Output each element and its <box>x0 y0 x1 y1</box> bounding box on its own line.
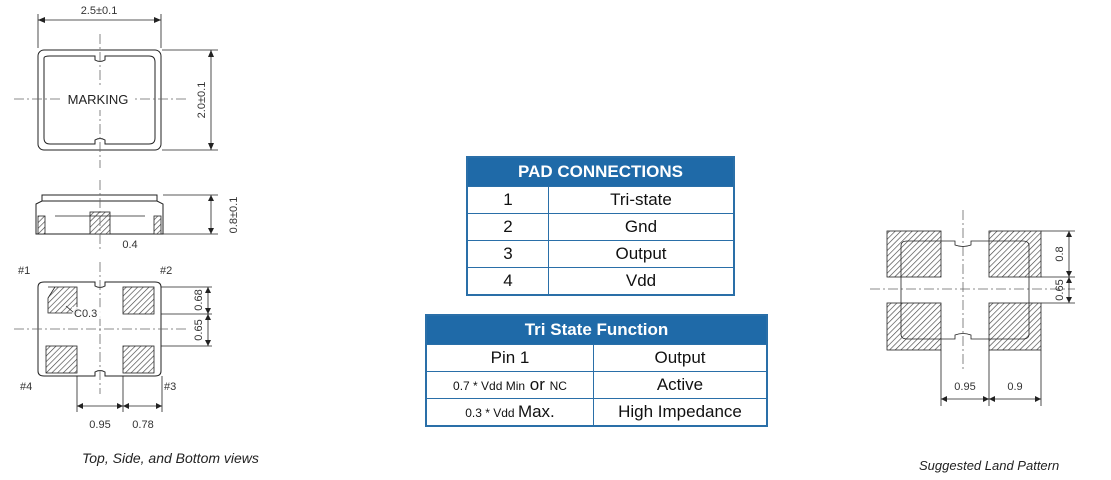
tri-state-active: Active <box>593 371 768 399</box>
caption-views: Top, Side, and Bottom views <box>82 450 259 466</box>
table-row: 3 Output <box>466 240 735 268</box>
top-view: 2.5±0.1 MARKING 2.0±0.1 <box>14 5 218 168</box>
package-drawing: 2.5±0.1 MARKING 2.0±0.1 0.8±0.1 0.4 <box>14 5 240 431</box>
marking-label: MARKING <box>68 92 129 107</box>
pin-label-2: #2 <box>160 265 172 277</box>
pad-connections-table: PAD CONNECTIONS 1 Tri-state 2 Gnd 3 Outp… <box>466 156 735 296</box>
dim-pad-offset: 0.4 <box>122 239 137 251</box>
pin-number: 2 <box>466 213 549 241</box>
table-row: Pin 1 Output <box>425 344 768 372</box>
dim-chamfer: C0.3 <box>74 308 97 320</box>
tri-state-high-z: High Impedance <box>593 398 768 427</box>
pin-function: Vdd <box>548 267 735 296</box>
pin-number: 4 <box>466 267 549 296</box>
tri-state-condition-active: 0.7 * Vdd Min or NC <box>425 371 594 399</box>
tri-state-header-right: Output <box>593 344 768 372</box>
tri-state-condition-high-z: 0.3 * Vdd Max. <box>425 398 594 427</box>
dim-pad-width-x: 0.78 <box>132 419 153 431</box>
land-pattern-drawing: 0.8 0.65 0.95 0.9 <box>870 210 1075 406</box>
pin-function: Tri-state <box>548 186 735 214</box>
dim-thickness: 0.8±0.1 <box>228 197 240 234</box>
land-pad-width: 0.9 <box>1007 381 1022 393</box>
pin-label-1: #1 <box>18 265 30 277</box>
pin-number: 3 <box>466 240 549 268</box>
table-row: 4 Vdd <box>466 267 735 296</box>
table-row: 1 Tri-state <box>466 186 735 214</box>
dim-pad-height-b: 0.65 <box>193 319 205 340</box>
dim-width-top: 2.5±0.1 <box>81 5 118 17</box>
dim-pad-height-a: 0.68 <box>193 289 205 310</box>
pin-label-3: #3 <box>164 381 176 393</box>
table-row: 0.7 * Vdd Min or NC Active <box>425 371 768 399</box>
pin-function: Output <box>548 240 735 268</box>
land-pad-gap: 0.65 <box>1054 279 1066 300</box>
pin-label-4: #4 <box>20 381 32 393</box>
tri-state-title: Tri State Function <box>426 315 767 345</box>
pad-connections-title: PAD CONNECTIONS <box>467 157 734 187</box>
caption-land-pattern: Suggested Land Pattern <box>919 458 1060 473</box>
land-pitch-x: 0.95 <box>954 381 975 393</box>
pin-function: Gnd <box>548 213 735 241</box>
dim-pad-spacing-x: 0.95 <box>89 419 110 431</box>
land-pad-height: 0.8 <box>1054 246 1066 261</box>
tri-state-header-left: Pin 1 <box>425 344 594 372</box>
side-view: 0.8±0.1 0.4 <box>35 180 240 251</box>
bottom-view: #1 #2 #3 #4 C0.3 0.68 0.65 0.95 <box>14 262 212 431</box>
table-row: 2 Gnd <box>466 213 735 241</box>
table-row: 0.3 * Vdd Max. High Impedance <box>425 398 768 427</box>
tri-state-table: Tri State Function Pin 1 Output 0.7 * Vd… <box>425 314 768 427</box>
dim-height-top: 2.0±0.1 <box>196 82 208 119</box>
pin-number: 1 <box>466 186 549 214</box>
